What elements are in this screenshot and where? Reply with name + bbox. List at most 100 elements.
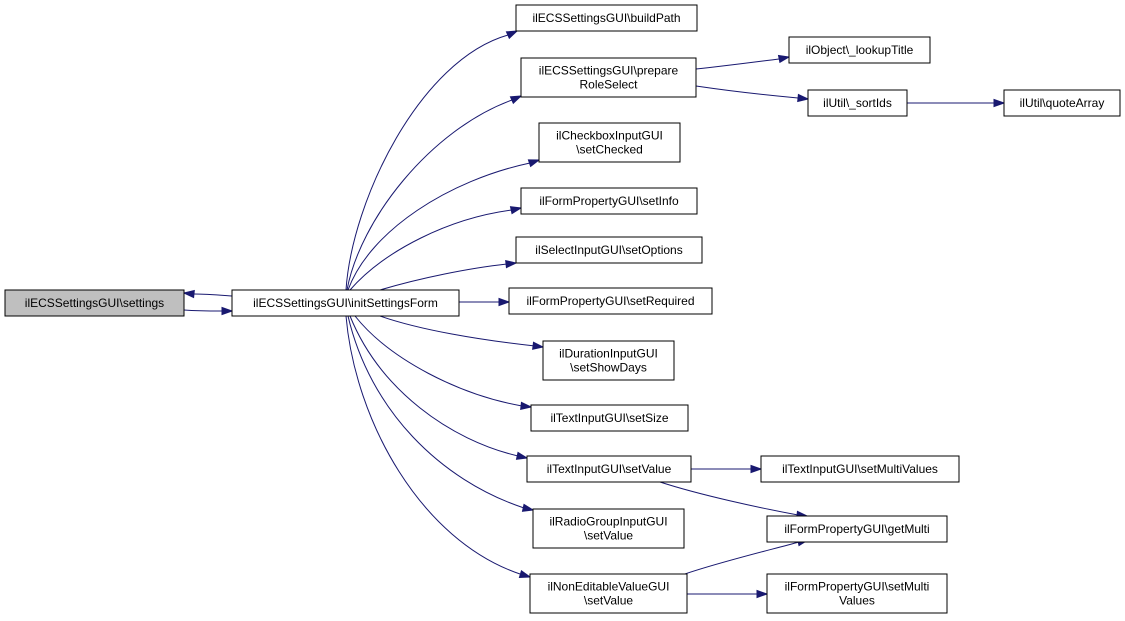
node-label: ilTextInputGUI\setMultiValues <box>782 462 938 476</box>
node-setMultiValues[interactable]: ilTextInputGUI\setMultiValues <box>760 455 960 483</box>
edge-initSettingsForm-to-prepareRoleSelect <box>346 95 523 291</box>
node-box <box>766 515 948 543</box>
edge-initSettingsForm-to-radioSetValue <box>347 315 535 512</box>
node-label: ilDurationInputGUI <box>559 347 658 361</box>
node-label: ilECSSettingsGUI\initSettingsForm <box>253 296 438 310</box>
arrow-head <box>993 98 1006 108</box>
node-setChecked[interactable]: ilCheckboxInputGUI\setChecked <box>538 122 681 163</box>
arrow-head <box>756 589 769 599</box>
node-box <box>515 236 703 264</box>
edge-settings-to-initSettingsForm <box>183 306 234 316</box>
node-setMulti[interactable]: ilFormPropertyGUI\setMultiValues <box>766 573 948 614</box>
node-label: ilCheckboxInputGUI <box>556 129 663 143</box>
edge-line <box>193 293 233 297</box>
node-initSettingsForm[interactable]: ilECSSettingsGUI\initSettingsForm <box>231 289 460 317</box>
node-box <box>766 573 948 614</box>
node-label: ilFormPropertyGUI\setMulti <box>785 580 930 594</box>
edge-textSetValue-to-setMultiValues <box>691 464 763 474</box>
node-setShowDays[interactable]: ilDurationInputGUI\setShowDays <box>542 340 675 381</box>
edge-line <box>347 162 531 291</box>
node-box <box>529 573 688 614</box>
edge-initSettingsForm-to-setRequired <box>459 297 511 307</box>
node-label: RoleSelect <box>579 78 638 92</box>
node-label: \setShowDays <box>570 361 647 375</box>
arrow-head <box>182 289 195 299</box>
node-box <box>520 187 698 215</box>
node-label: ilECSSettingsGUI\buildPath <box>532 11 680 25</box>
node-settings[interactable]: ilECSSettingsGUI\settings <box>4 289 185 317</box>
arrow-head <box>750 464 763 474</box>
node-setRequired[interactable]: ilFormPropertyGUI\setRequired <box>508 287 713 315</box>
edge-prepareRoleSelect-to-lookupTitle <box>695 54 791 70</box>
node-sortIds[interactable]: ilUtil\_sortIds <box>807 89 908 117</box>
edge-line <box>659 481 799 516</box>
node-label: ilTextInputGUI\setSize <box>550 411 668 425</box>
edge-initSettingsForm-to-setChecked <box>347 159 541 291</box>
node-label: ilNonEditableValueGUI <box>548 580 670 594</box>
arrow-head <box>532 341 545 350</box>
node-label: ilTextInputGUI\setValue <box>547 462 672 476</box>
edge-sortIds-to-quoteArray <box>907 98 1006 108</box>
node-box <box>538 122 681 163</box>
node-label: ilUtil\quoteArray <box>1020 96 1105 110</box>
arrow-head <box>505 259 518 269</box>
node-label: \setValue <box>584 529 633 543</box>
edge-nonEditSetValue-to-getMulti <box>684 538 810 575</box>
node-box <box>515 4 698 32</box>
edge-line <box>684 541 800 575</box>
edge-initSettingsForm-to-setSize <box>354 315 533 411</box>
node-box <box>508 287 713 315</box>
node-label: ilUtil\_sortIds <box>823 96 892 110</box>
edge-line <box>345 315 521 575</box>
node-box <box>530 404 689 432</box>
node-lookupTitle[interactable]: ilObject\_lookupTitle <box>788 36 931 64</box>
arrow-head <box>221 306 234 316</box>
node-setOptions[interactable]: ilSelectInputGUI\setOptions <box>515 236 703 264</box>
edge-line <box>695 58 780 70</box>
edge-initSettingsForm-to-setShowDays <box>379 315 545 350</box>
node-getMulti[interactable]: ilFormPropertyGUI\getMulti <box>766 515 948 543</box>
edge-initSettingsForm-to-settings <box>182 289 233 299</box>
edge-initSettingsForm-to-setOptions <box>379 259 518 291</box>
node-label: \setValue <box>584 594 633 608</box>
arrow-head <box>520 401 533 411</box>
arrow-head <box>505 30 519 40</box>
node-setSize[interactable]: ilTextInputGUI\setSize <box>530 404 689 432</box>
arrow-head <box>498 297 511 307</box>
edge-line <box>695 85 799 99</box>
node-label: ilFormPropertyGUI\getMulti <box>784 522 929 536</box>
edge-prepareRoleSelect-to-sortIds <box>695 85 810 103</box>
node-box <box>542 340 675 381</box>
edges <box>182 30 1006 599</box>
node-nonEditSetValue[interactable]: ilNonEditableValueGUI\setValue <box>529 573 688 614</box>
node-setInfo[interactable]: ilFormPropertyGUI\setInfo <box>520 187 698 215</box>
edge-initSettingsForm-to-nonEditSetValue <box>345 315 532 579</box>
edge-line <box>379 315 536 347</box>
node-radioSetValue[interactable]: ilRadioGroupInputGUI\setValue <box>532 508 685 549</box>
edge-nonEditSetValue-to-setMulti <box>687 589 769 599</box>
node-label: Values <box>839 594 875 608</box>
arrow-head <box>797 93 810 103</box>
edge-line <box>349 209 513 291</box>
edge-line <box>354 315 523 407</box>
node-label: ilFormPropertyGUI\setRequired <box>526 294 694 308</box>
edge-line <box>379 263 508 291</box>
arrow-head <box>777 54 791 64</box>
node-label: \setChecked <box>576 143 643 157</box>
node-buildPath[interactable]: ilECSSettingsGUI\buildPath <box>515 4 698 32</box>
edge-initSettingsForm-to-textSetValue <box>349 315 529 460</box>
node-label: ilSelectInputGUI\setOptions <box>535 243 682 257</box>
arrow-head <box>521 503 535 512</box>
node-box <box>1003 89 1121 117</box>
edge-initSettingsForm-to-setInfo <box>349 206 523 291</box>
node-label: ilECSSettingsGUI\settings <box>25 296 164 310</box>
node-label: ilObject\_lookupTitle <box>806 43 914 57</box>
node-label: ilECSSettingsGUI\prepare <box>539 64 679 78</box>
node-box <box>526 455 692 483</box>
node-textSetValue[interactable]: ilTextInputGUI\setValue <box>526 455 692 483</box>
node-quoteArray[interactable]: ilUtil\quoteArray <box>1003 89 1121 117</box>
arrow-head <box>509 206 523 215</box>
node-box <box>4 289 185 317</box>
